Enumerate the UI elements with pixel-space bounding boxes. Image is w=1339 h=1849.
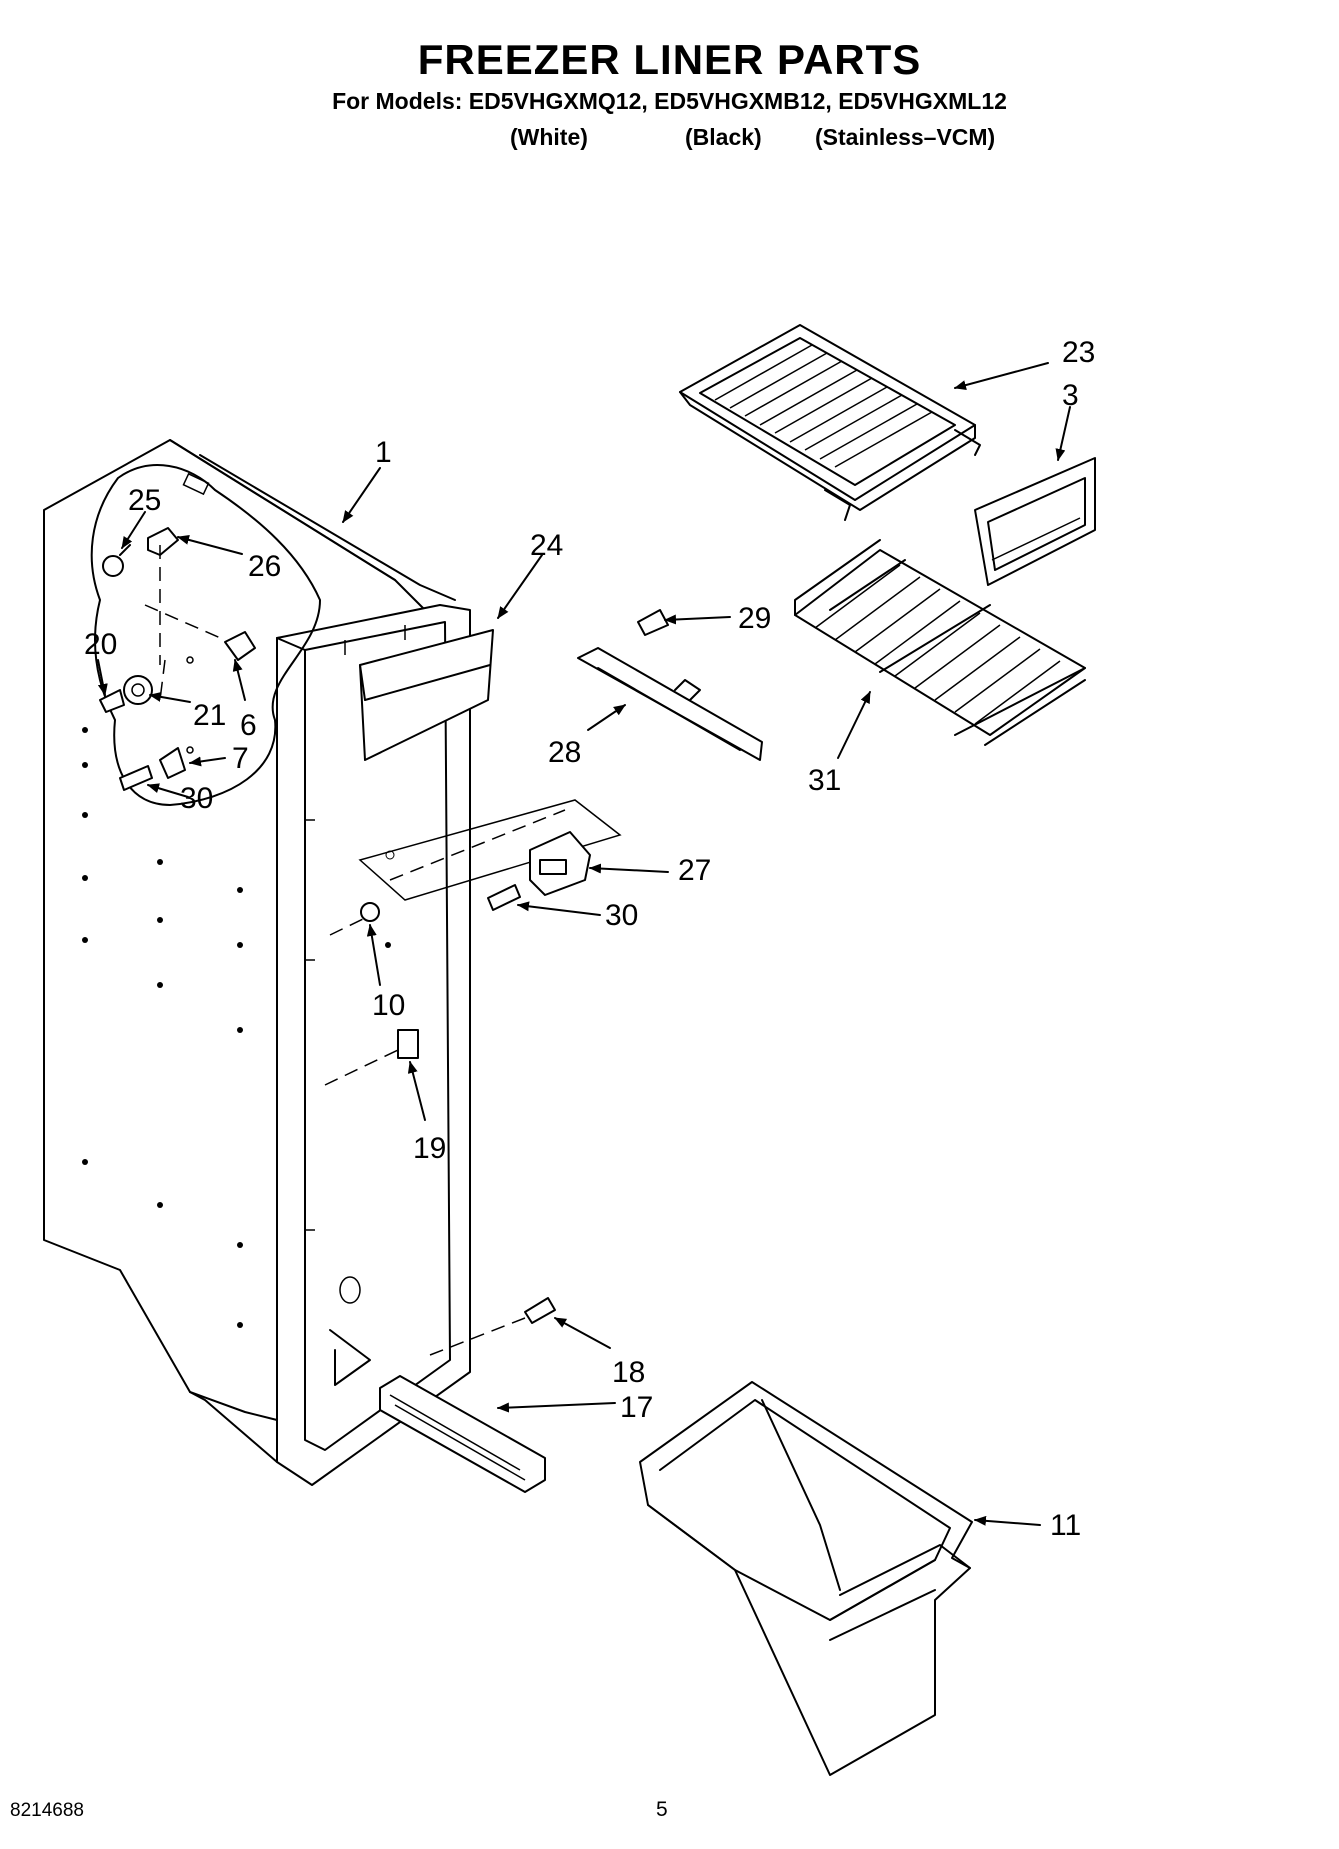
variant-black: (Black): [685, 124, 762, 150]
page-title: FREEZER LINER PARTS: [417, 36, 922, 83]
callout-29: 29: [738, 602, 771, 635]
part-27-control: [358, 799, 622, 901]
callout-30-right: 30: [605, 899, 638, 932]
parts-10-19: [324, 902, 419, 1086]
callout-20: 20: [84, 628, 117, 661]
leader-lines: [97, 362, 1071, 1526]
part-23-shelf: [679, 324, 981, 521]
models-line: For Models: ED5VHGXMQ12, ED5VHGXMB12, ED…: [332, 88, 1007, 114]
callout-24: 24: [530, 529, 563, 562]
callout-1: 1: [375, 436, 392, 469]
document-number: 8214688: [10, 1800, 84, 1821]
callout-6: 6: [240, 709, 257, 742]
callout-26: 26: [248, 550, 281, 583]
page-number: 5: [656, 1798, 668, 1821]
callout-7: 7: [232, 742, 249, 775]
variant-stainless: (Stainless–VCM): [815, 124, 996, 150]
callout-25: 25: [128, 484, 161, 517]
callout-27: 27: [678, 854, 711, 887]
part-31-wire-shelf: [794, 539, 1086, 746]
callout-28: 28: [548, 736, 581, 769]
parts-28-29: [577, 609, 763, 761]
callout-18: 18: [612, 1356, 645, 1389]
parts-17-18: [379, 1297, 556, 1493]
part-24-cover: [359, 629, 494, 761]
callout-31: 31: [808, 764, 841, 797]
variant-white: (White): [510, 124, 588, 150]
callout-30-left: 30: [180, 782, 213, 815]
freezer-liner: [43, 439, 471, 1486]
callout-17: 17: [620, 1391, 653, 1424]
callout-19: 19: [413, 1132, 446, 1165]
part-3-panel: [974, 457, 1096, 586]
callout-3: 3: [1062, 379, 1079, 412]
callout-23: 23: [1062, 336, 1095, 369]
callout-10: 10: [372, 989, 405, 1022]
part-11-bin: [639, 1381, 973, 1776]
callout-21: 21: [193, 699, 226, 732]
callouts: 1 23 3 24 29 28 31 27 30 10 19 18 17 11 …: [84, 336, 1095, 1542]
part-30-screw: [487, 884, 521, 911]
callout-11: 11: [1050, 1509, 1081, 1542]
cutaway-parts: [99, 527, 256, 791]
